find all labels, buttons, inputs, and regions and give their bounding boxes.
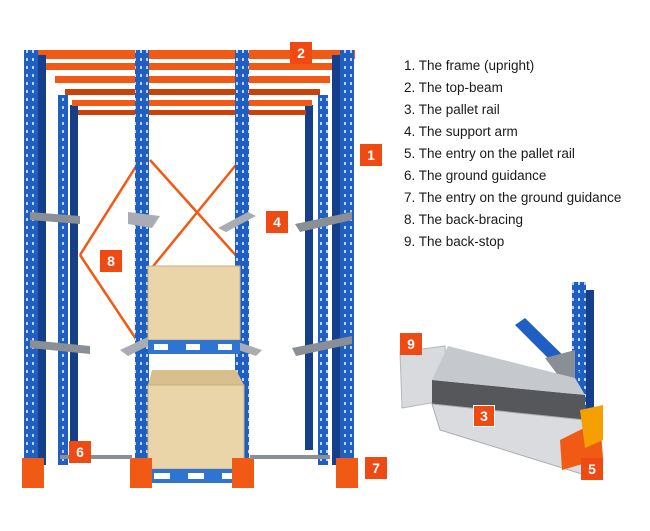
badge-3: 3	[473, 405, 495, 427]
badge-5: 5	[581, 458, 603, 480]
front-uprights	[24, 50, 354, 470]
lower-pallet-load	[147, 370, 245, 483]
legend-item: 1. The frame (upright)	[404, 58, 535, 73]
top-beams	[30, 50, 355, 115]
detail-inset	[399, 282, 603, 476]
legend-item: 9. The back-stop	[404, 234, 505, 249]
legend-item: 3. The pallet rail	[404, 102, 500, 117]
rear-uprights	[58, 95, 328, 465]
legend-item: 7. The entry on the ground guidance	[404, 190, 622, 205]
badge-2: 2	[290, 42, 312, 64]
legend-item: 8. The back-bracing	[404, 212, 524, 227]
legend-item: 4. The support arm	[404, 124, 518, 139]
badge-6: 6	[69, 441, 91, 463]
badge-8: 8	[100, 250, 122, 272]
badge-1: 1	[360, 144, 382, 166]
ground-guidance	[22, 455, 358, 488]
upper-pallet-load	[147, 265, 241, 354]
badge-4: 4	[266, 211, 288, 233]
back-bracing	[78, 159, 241, 346]
legend-item: 2. The top-beam	[404, 80, 503, 95]
legend-item: 5. The entry on the pallet rail	[404, 146, 575, 161]
legend-item: 6. The ground guidance	[404, 168, 547, 183]
badge-9: 9	[400, 333, 422, 355]
badge-7: 7	[365, 457, 387, 479]
legend-list: 1. The frame (upright) 2. The top-beam 3…	[404, 55, 621, 253]
